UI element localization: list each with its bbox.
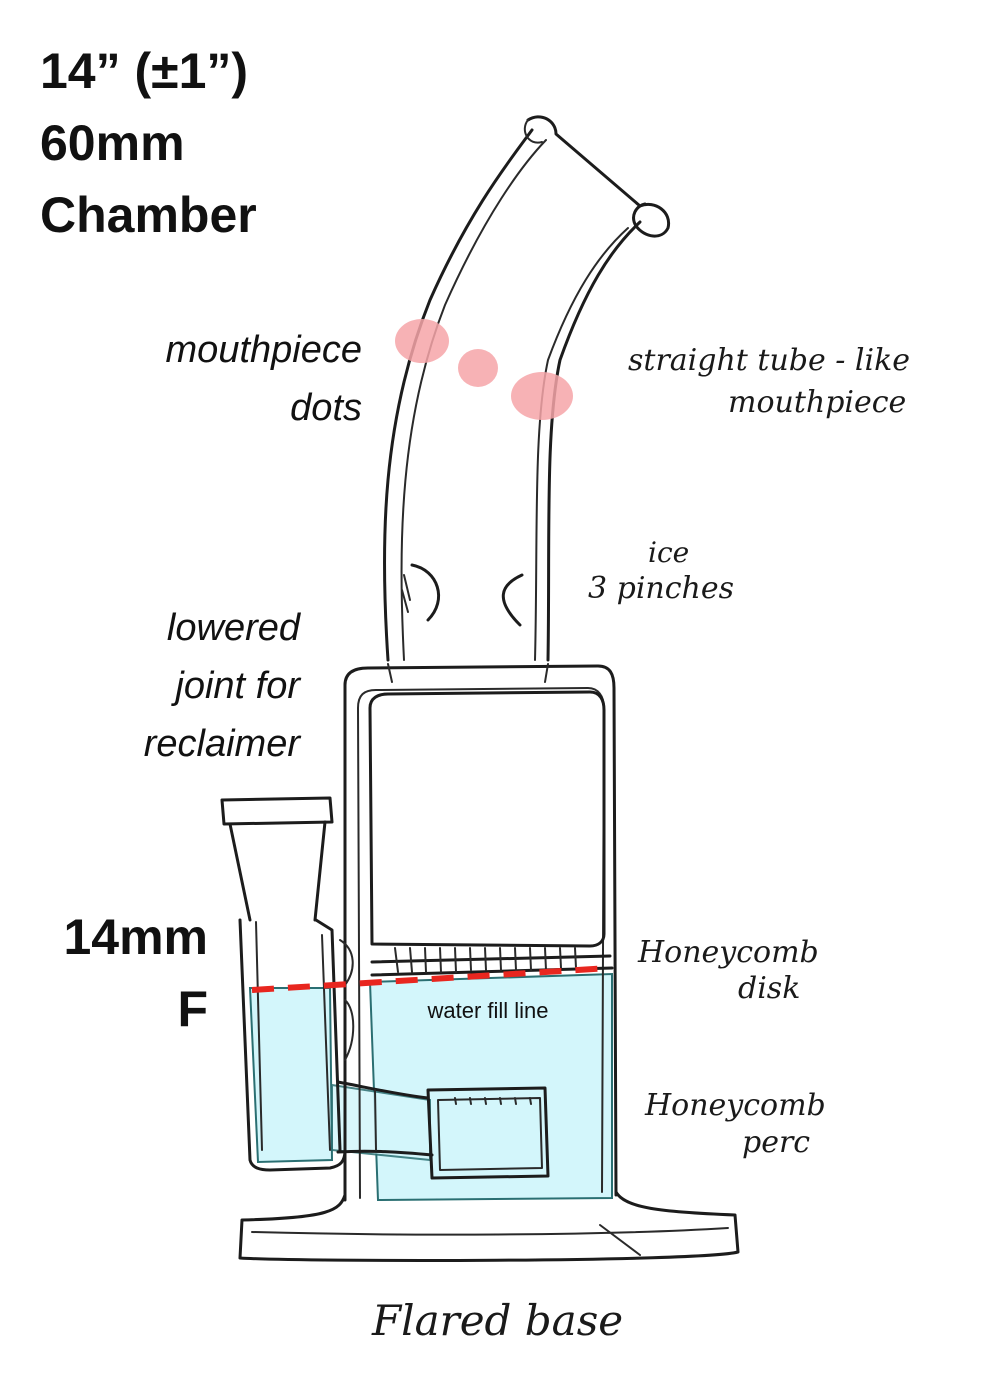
flared-base-label: Flared base [371,1296,623,1345]
straight-tube-label-line1: straight tube - like [628,343,910,378]
mouthpiece-dots-label-line2: dots [290,387,362,429]
size-label-line2: 60mm [40,115,185,171]
honeycomb-perc [426,1086,550,1180]
lowered-joint-label-line1: lowered [167,607,302,649]
mouthpiece-dot [511,372,573,420]
water-fill-line [251,965,611,993]
joint-size-label-line2: F [177,981,208,1037]
side-joint [220,796,355,1172]
honeycomb-disk-label-line2: disk [738,971,800,1006]
mouthpiece-dot [458,349,498,387]
honeycomb-perc-label-line1: Honeycomb [644,1088,826,1123]
main-chamber [336,663,618,1202]
lowered-joint-label-line3: reclaimer [144,723,302,765]
size-label-line1: 14” (±1”) [40,43,248,99]
ice-pinches-label-line1: ice [648,536,689,569]
flared-base [238,1190,740,1262]
honeycomb-disk-label-line1: Honeycomb [637,935,819,970]
honeycomb-disk [370,947,614,977]
lowered-joint-label-line2: joint for [170,665,301,707]
joint-size-label-line1: 14mm [63,909,208,965]
size-label-line3: Chamber [40,187,257,243]
ice-pinch-right [501,573,524,627]
mouthpiece-dots [395,319,573,420]
mouthpiece-dot [395,319,449,363]
mouthpiece-dots-label-line1: mouthpiece [166,329,362,371]
ice-pinches-label-line2: 3 pinches [588,571,734,606]
honeycomb-perc-label-line2: perc [742,1125,810,1160]
straight-tube-label-line2: mouthpiece [728,385,906,420]
water-fill-line-label: water fill line [426,998,548,1023]
ice-pinch-left [410,563,440,622]
